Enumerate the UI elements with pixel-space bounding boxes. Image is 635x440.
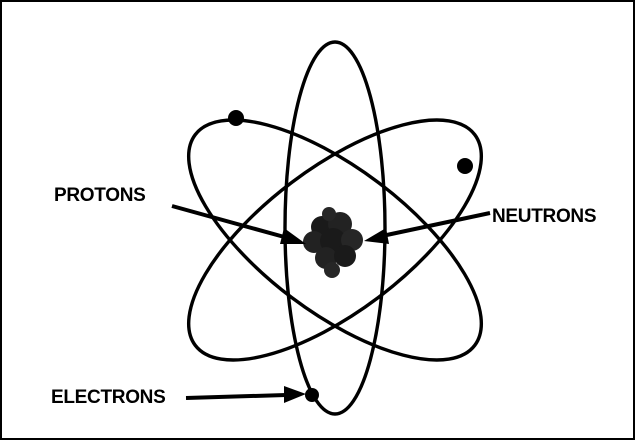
protons-pointer-arrowhead: [280, 228, 306, 244]
electrons-pointer-line: [186, 395, 286, 398]
protons-label: PROTONS: [54, 185, 146, 206]
electron-dot: [305, 388, 319, 402]
electrons-pointer-arrowhead: [284, 386, 306, 403]
electron-dot: [228, 110, 244, 126]
neutrons-pointer-arrowhead: [364, 228, 389, 244]
electrons-label: ELECTRONS: [51, 387, 165, 408]
electron-dot: [457, 158, 473, 174]
protons-pointer-line: [172, 206, 288, 238]
nucleus: [303, 207, 363, 278]
neutrons-label: NEUTRONS: [492, 206, 596, 227]
